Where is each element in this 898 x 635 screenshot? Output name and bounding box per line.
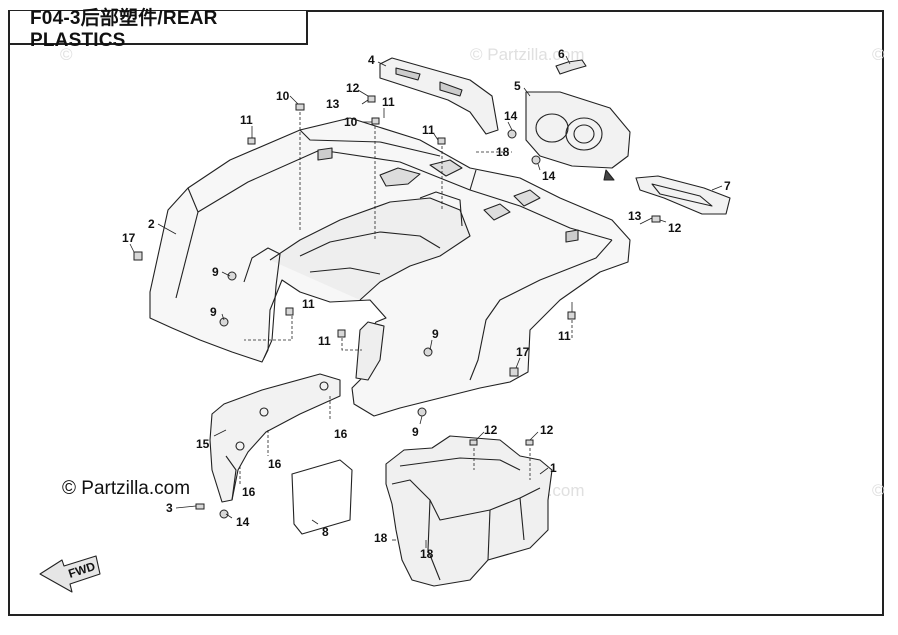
callout-14: 14 bbox=[236, 515, 250, 529]
callout-18: 18 bbox=[420, 547, 434, 561]
callout-16: 16 bbox=[268, 457, 282, 471]
fastener-icon bbox=[423, 347, 433, 357]
callout-10: 10 bbox=[276, 89, 290, 103]
callout-9: 9 bbox=[412, 425, 419, 439]
callout-16: 16 bbox=[242, 485, 256, 499]
callout-12: 12 bbox=[540, 423, 554, 437]
fastener-icon bbox=[295, 103, 305, 111]
fastener-icon bbox=[437, 137, 446, 145]
fastener-icon bbox=[227, 271, 237, 281]
callout-14: 14 bbox=[504, 109, 518, 123]
fastener-icon bbox=[525, 439, 534, 446]
fastener-icon bbox=[219, 317, 229, 327]
fastener-icon bbox=[531, 155, 541, 165]
copyright-notice: © Partzilla.com bbox=[62, 478, 191, 499]
part-clip bbox=[555, 59, 587, 75]
fastener-icon bbox=[651, 215, 661, 223]
callout-3: 3 bbox=[166, 501, 173, 515]
callout-13: 13 bbox=[628, 209, 642, 223]
fastener-icon bbox=[337, 329, 346, 338]
fastener-icon bbox=[195, 503, 205, 510]
callout-17: 17 bbox=[516, 345, 530, 359]
callout-12: 12 bbox=[484, 423, 498, 437]
watermark-mark-top-left: © bbox=[60, 45, 73, 64]
callout-8: 8 bbox=[322, 525, 329, 539]
callout-9: 9 bbox=[432, 327, 439, 341]
callout-16: 16 bbox=[334, 427, 348, 441]
fastener-icon bbox=[507, 129, 517, 139]
fastener-icon bbox=[367, 95, 376, 103]
part-rear-rack-trim-right bbox=[635, 175, 731, 215]
callout-12: 12 bbox=[346, 81, 360, 95]
callout-15: 15 bbox=[196, 437, 210, 451]
fastener-icon bbox=[371, 117, 380, 125]
fastener-icon bbox=[133, 251, 143, 261]
callout-18: 18 bbox=[374, 531, 388, 545]
callout-11: 11 bbox=[558, 329, 571, 343]
part-taillight bbox=[525, 91, 631, 169]
callout-7: 7 bbox=[724, 179, 731, 193]
fastener-icon bbox=[509, 367, 519, 377]
watermark-mark-top-right: © bbox=[872, 45, 885, 64]
part-mud-flap bbox=[209, 373, 341, 503]
callout-9: 9 bbox=[212, 265, 219, 279]
callout-17: 17 bbox=[122, 231, 136, 245]
fastener-icon bbox=[417, 407, 427, 417]
fastener-icon bbox=[567, 311, 576, 320]
fastener-icon bbox=[219, 509, 229, 519]
callout-11: 11 bbox=[240, 113, 253, 127]
callout-11: 11 bbox=[382, 95, 395, 109]
fwd-arrow-icon bbox=[39, 555, 101, 593]
watermark-mark-bottom-right: © bbox=[872, 481, 885, 500]
callout-10: 10 bbox=[344, 115, 358, 129]
callout-14: 14 bbox=[542, 169, 556, 183]
watermark-top: © Partzilla.com bbox=[470, 45, 585, 64]
callout-18: 18 bbox=[496, 145, 510, 159]
fastener-icon bbox=[247, 137, 256, 145]
callout-11: 11 bbox=[318, 334, 331, 348]
callout-13: 13 bbox=[326, 97, 340, 111]
fastener-icon bbox=[285, 307, 294, 316]
callout-1: 1 bbox=[550, 461, 557, 475]
part-pad bbox=[291, 459, 353, 535]
fastener-icon bbox=[469, 439, 478, 446]
callout-11: 11 bbox=[302, 297, 315, 311]
callout-12: 12 bbox=[668, 221, 682, 235]
callout-11: 11 bbox=[422, 123, 435, 137]
callout-9: 9 bbox=[210, 305, 217, 319]
callout-6: 6 bbox=[558, 47, 565, 61]
callout-2: 2 bbox=[148, 217, 155, 231]
part-rear-storage-box bbox=[385, 435, 553, 587]
callout-4: 4 bbox=[368, 53, 375, 67]
callout-5: 5 bbox=[514, 79, 521, 93]
